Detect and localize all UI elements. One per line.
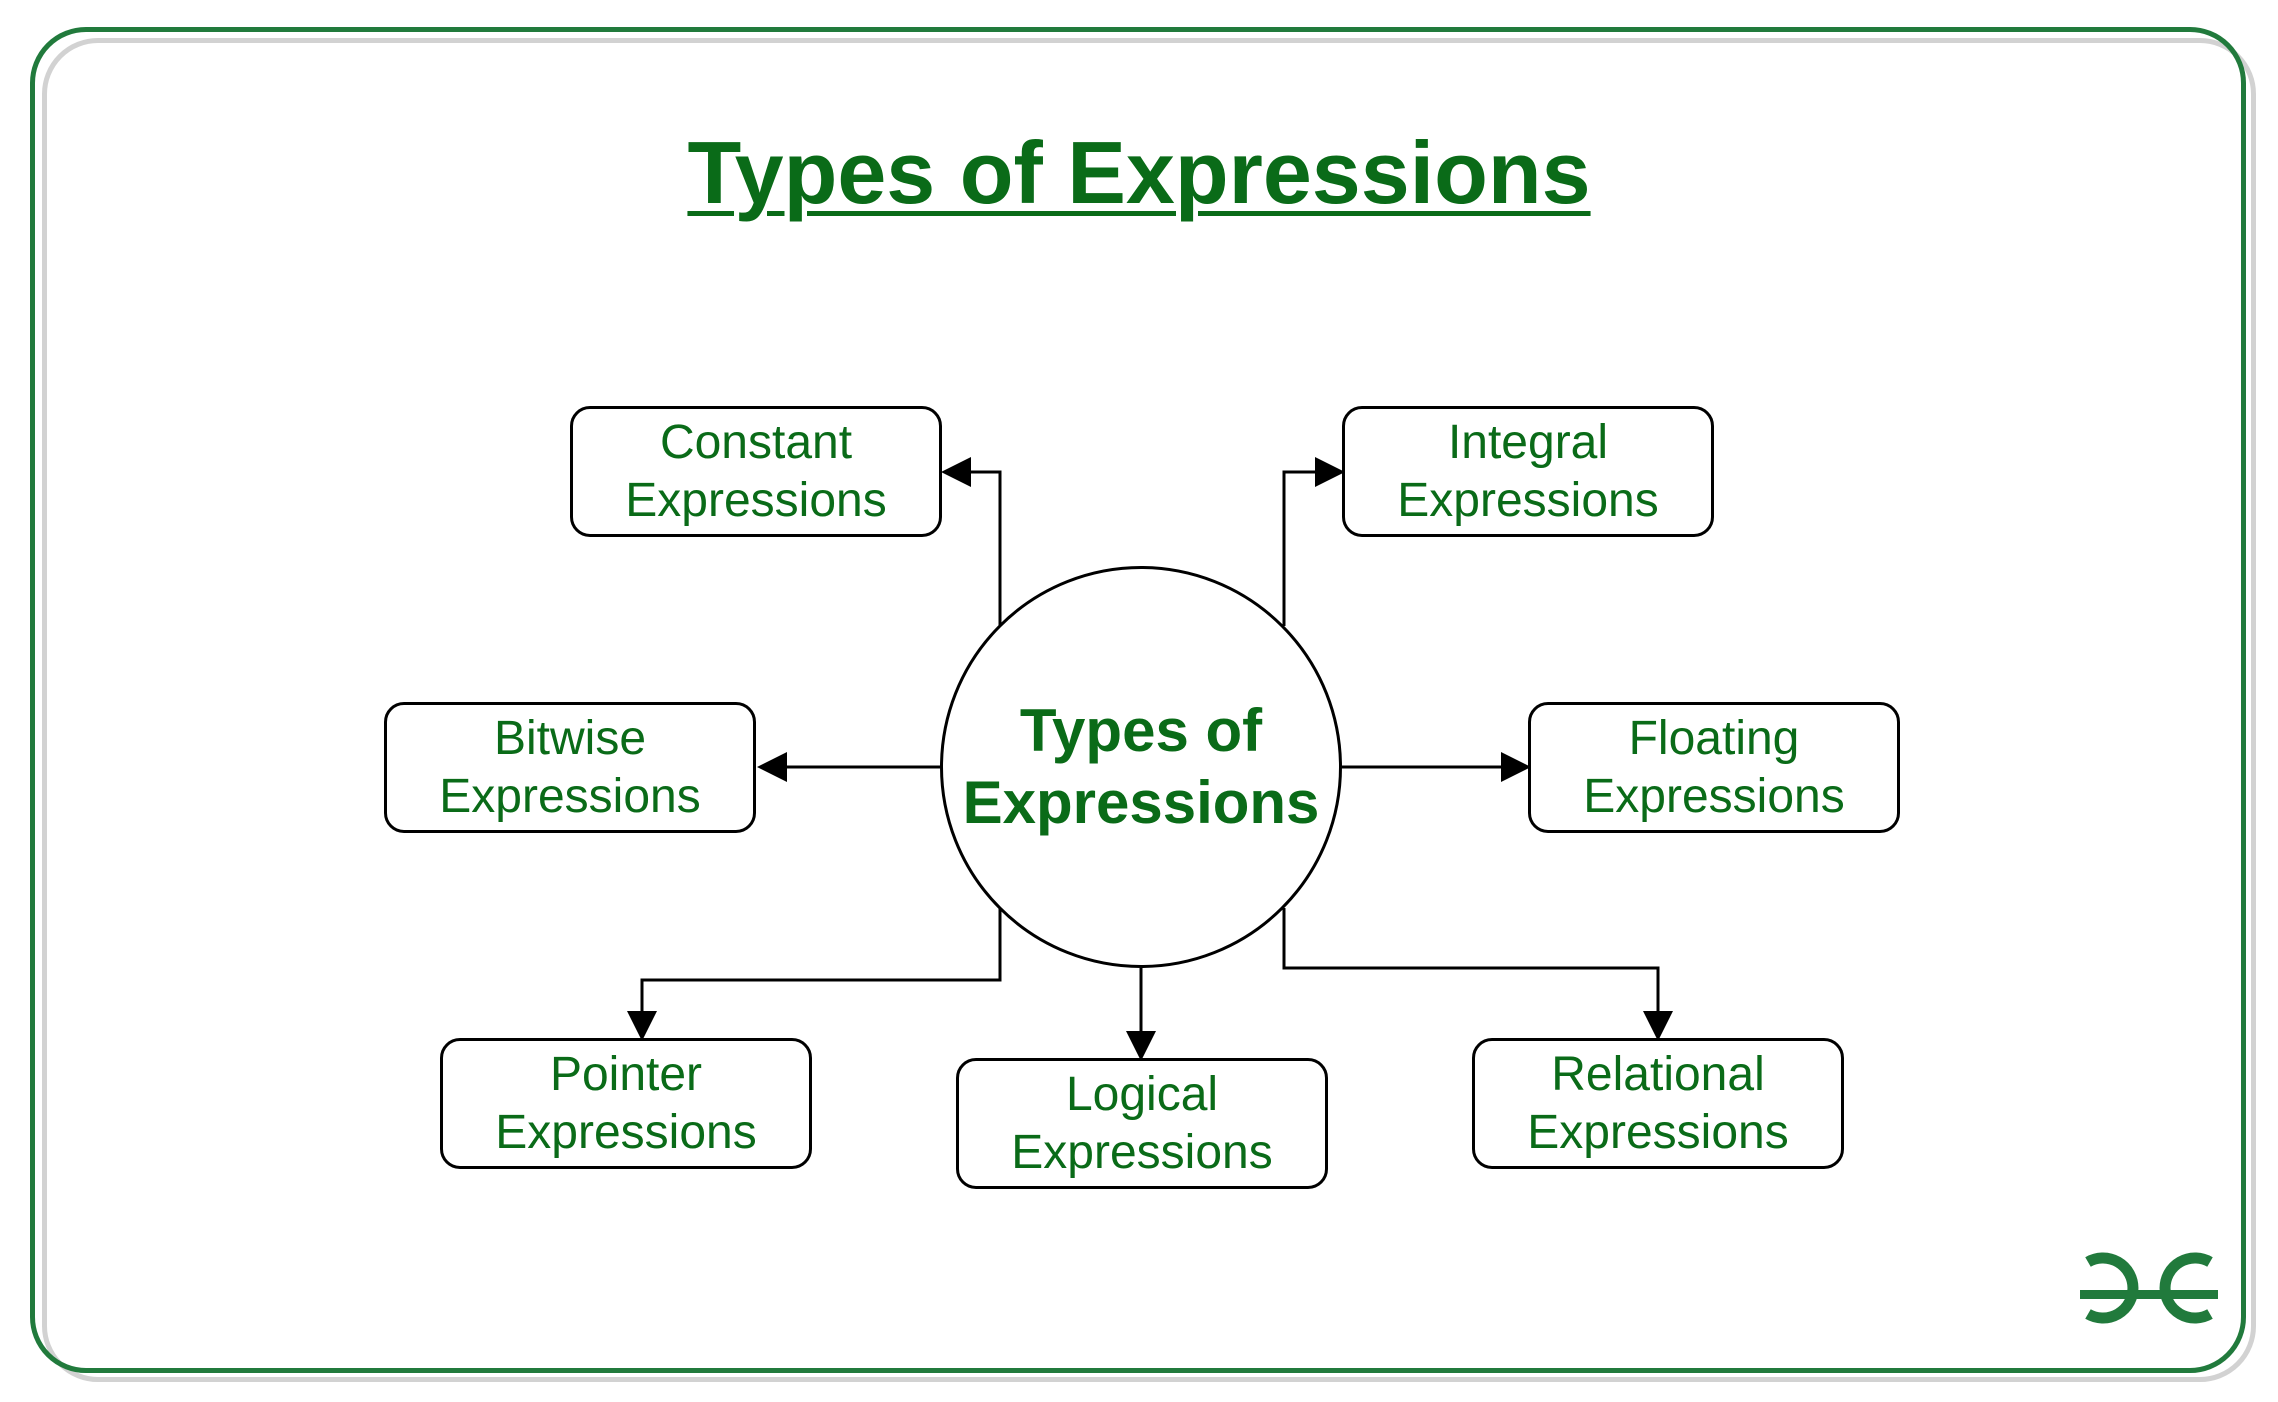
frame-border — [30, 27, 2246, 1373]
edge-center-to-integral — [1282, 457, 1345, 626]
node-bitwise: Bitwise Expressions — [384, 702, 756, 833]
node-floating-line2: Expressions — [1583, 769, 1845, 823]
edge-center-to-relational — [1282, 908, 1673, 1041]
center-node: Types of Expressions — [940, 566, 1342, 968]
node-bitwise-line2: Expressions — [439, 769, 701, 823]
node-integral: Integral Expressions — [1342, 406, 1714, 537]
node-floating: Floating Expressions — [1528, 702, 1900, 833]
node-logical-line2: Expressions — [1011, 1125, 1273, 1179]
node-floating-line1: Floating — [1628, 711, 1800, 765]
node-relational-line2: Expressions — [1527, 1105, 1789, 1159]
node-pointer-line2: Expressions — [495, 1105, 757, 1159]
node-pointer: Pointer Expressions — [440, 1038, 812, 1169]
node-integral-line1: Integral — [1447, 415, 1609, 469]
node-constant-line2: Expressions — [625, 473, 887, 527]
center-node-line1: Types of — [1019, 697, 1263, 764]
node-pointer-line1: Pointer — [549, 1047, 703, 1101]
node-integral-line2: Expressions — [1397, 473, 1659, 527]
diagram-title: Types of Expressions — [687, 123, 1591, 222]
node-bitwise-line1: Bitwise — [493, 711, 647, 765]
node-relational: Relational Expressions — [1472, 1038, 1844, 1169]
edge-center-to-constant — [941, 457, 1002, 626]
center-node-line2: Expressions — [962, 769, 1320, 836]
edge-center-to-pointer — [627, 908, 1002, 1041]
node-constant-line1: Constant — [659, 415, 853, 469]
frame-shadow — [42, 38, 2256, 1382]
node-logical-line1: Logical — [1065, 1067, 1219, 1121]
node-constant: Constant Expressions — [570, 406, 942, 537]
node-logical: Logical Expressions — [956, 1058, 1328, 1189]
node-relational-line1: Relational — [1551, 1047, 1765, 1101]
gfg-logo-icon — [2080, 1252, 2218, 1324]
